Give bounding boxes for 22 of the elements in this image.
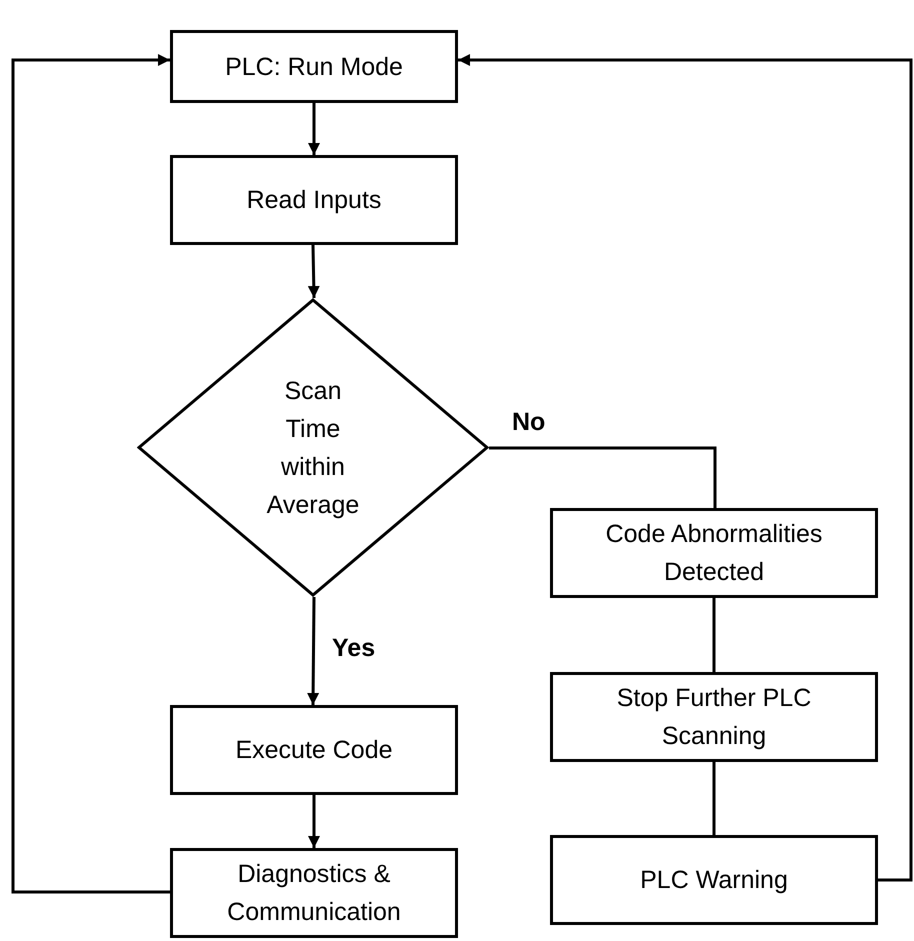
process-box bbox=[550, 672, 878, 762]
node-label: Read Inputs bbox=[246, 185, 382, 216]
process-box bbox=[170, 30, 458, 103]
process-box bbox=[170, 705, 458, 795]
decision-diamond bbox=[137, 298, 489, 597]
process-box bbox=[170, 155, 458, 245]
arrow bbox=[307, 596, 320, 706]
node-label: Code Abnormalities Detected bbox=[604, 519, 824, 588]
arrow bbox=[458, 54, 912, 882]
node-label: Diagnostics & Communication bbox=[226, 859, 402, 928]
node-label: Scan Time within Average bbox=[266, 376, 360, 520]
process-box bbox=[170, 848, 458, 938]
arrow bbox=[12, 54, 170, 894]
arrow bbox=[308, 244, 320, 298]
node-label: Execute Code bbox=[234, 735, 394, 766]
process-box bbox=[550, 835, 878, 925]
arrow bbox=[308, 103, 320, 155]
node-label: Stop Further PLC Scanning bbox=[616, 683, 812, 752]
arrow bbox=[308, 795, 320, 848]
process-box bbox=[550, 508, 878, 598]
node-label: PLC Warning bbox=[639, 865, 789, 896]
node-label: PLC: Run Mode bbox=[224, 52, 404, 82]
